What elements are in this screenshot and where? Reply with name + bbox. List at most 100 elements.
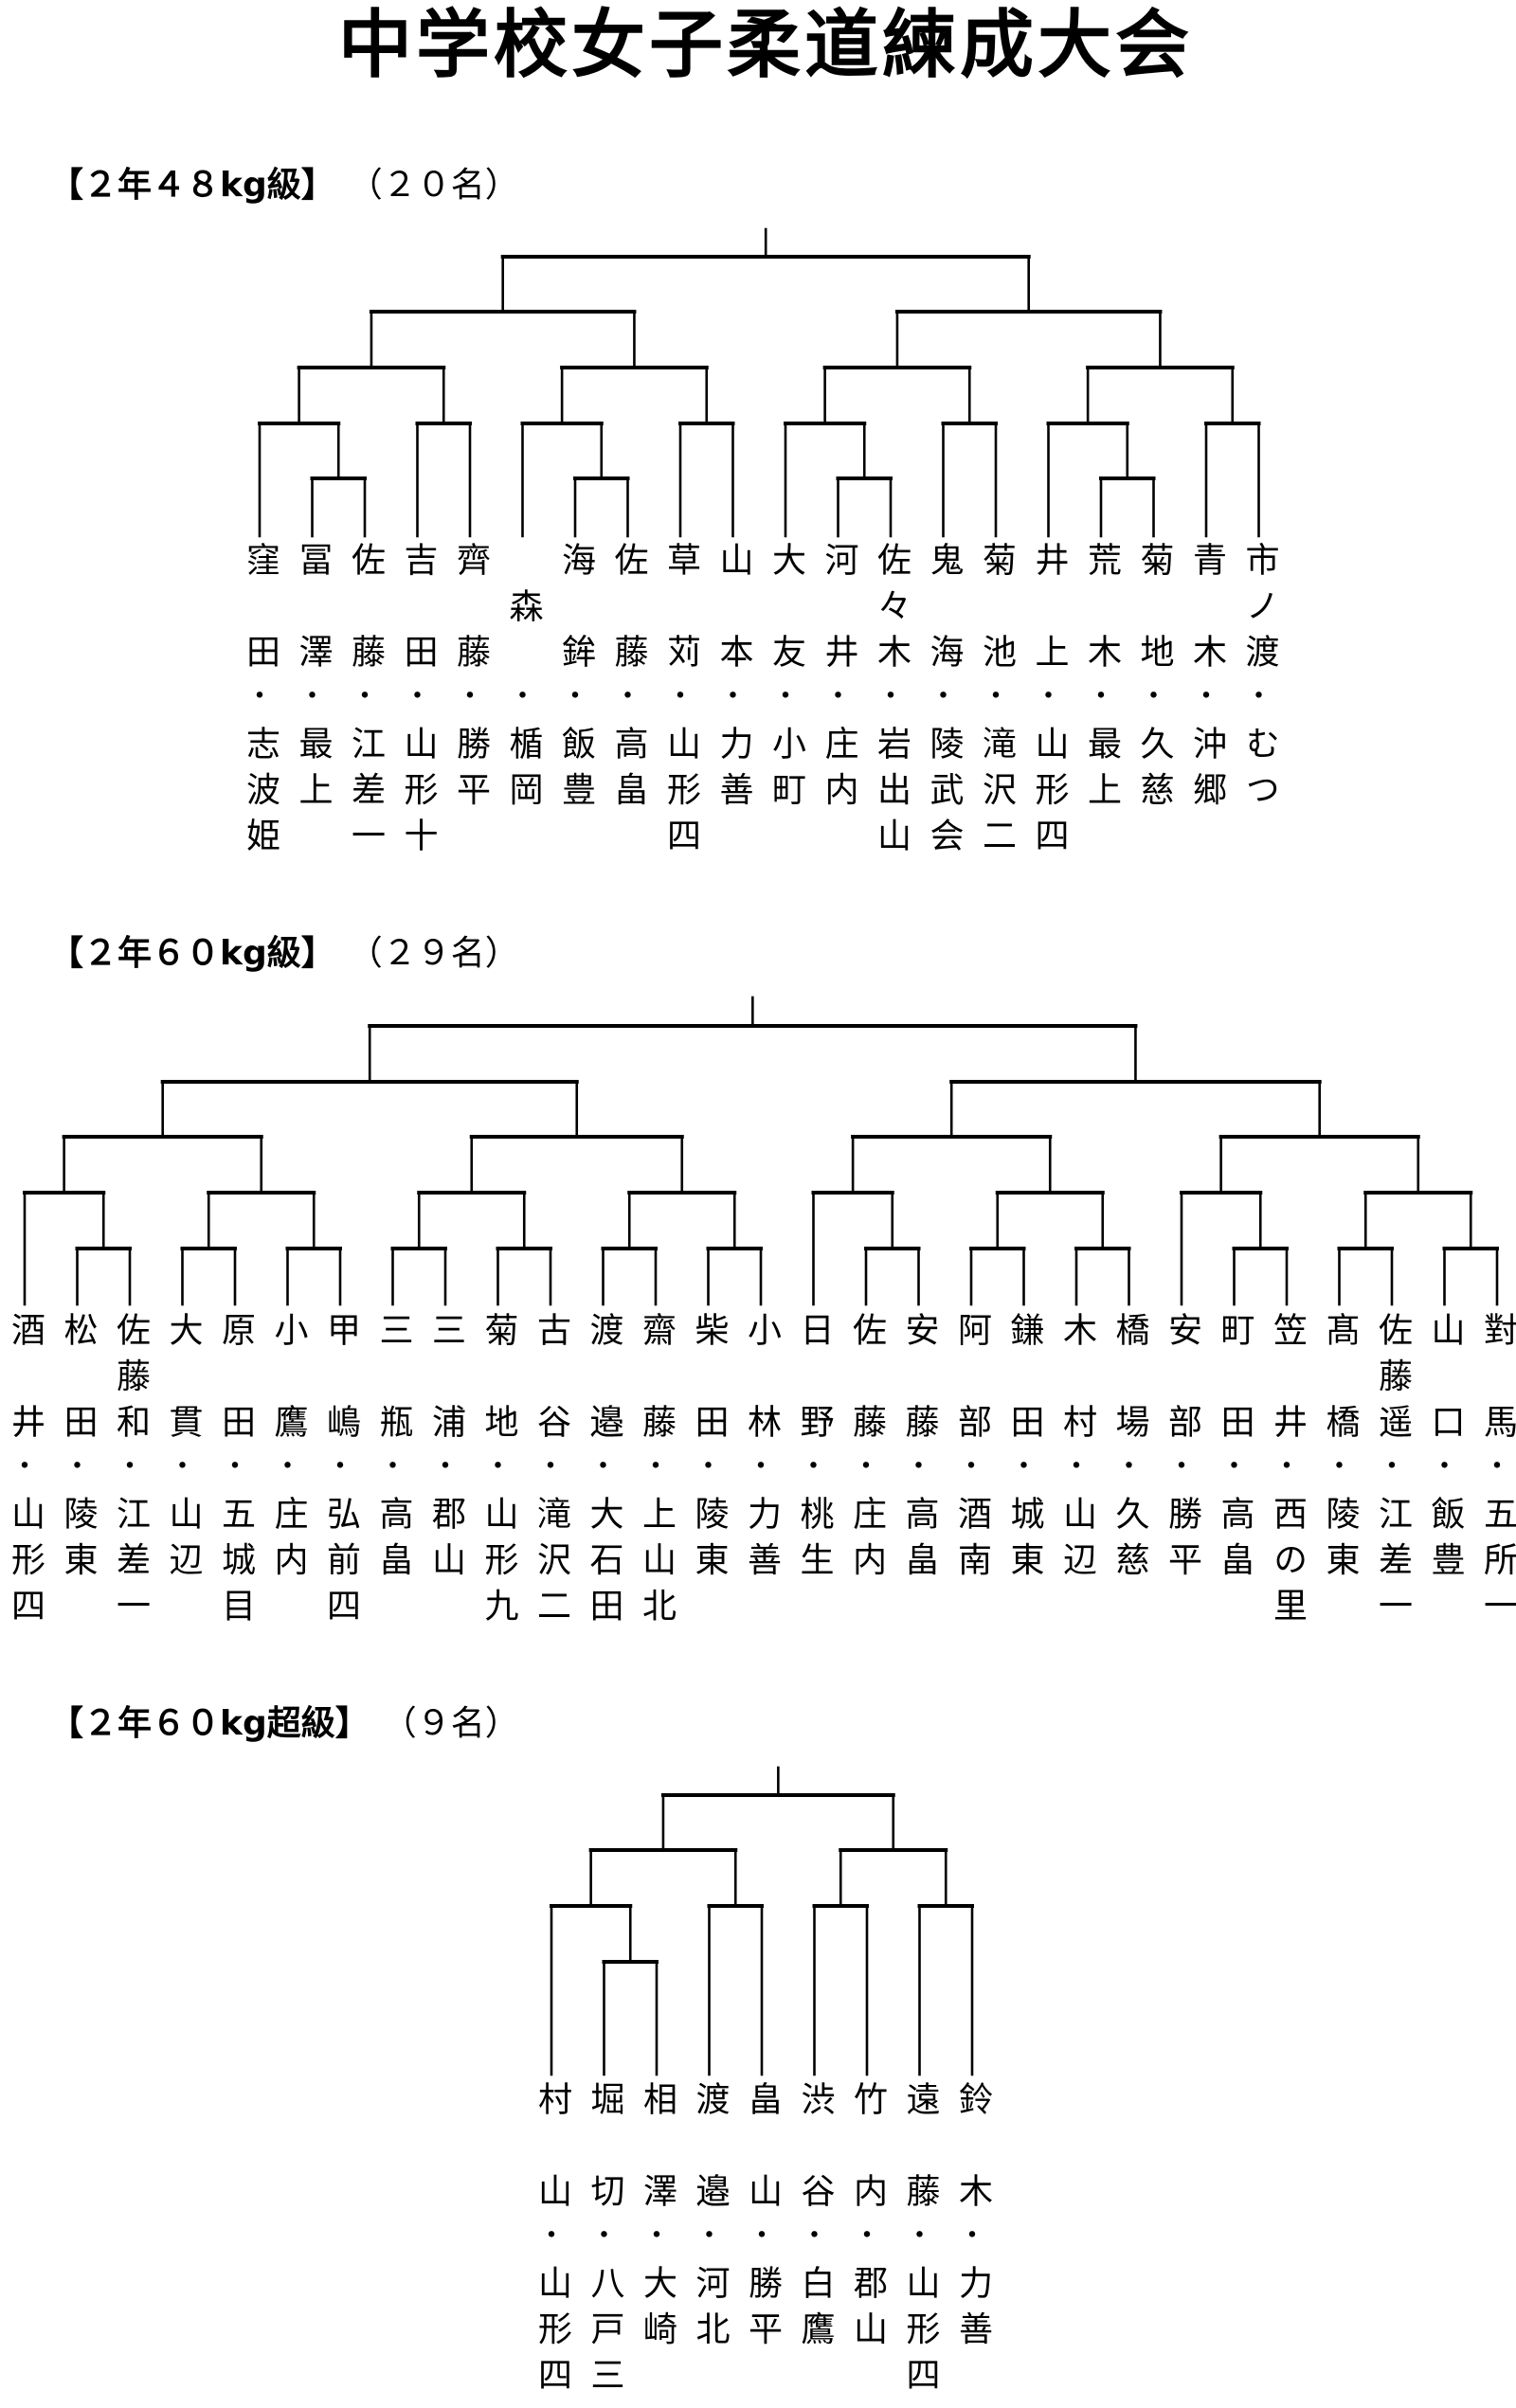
school-name: 久慈 bbox=[1134, 726, 1174, 818]
competitor-name: 小林 bbox=[742, 1312, 781, 1496]
separator: ・ bbox=[351, 679, 379, 713]
separator: ・ bbox=[905, 2219, 934, 2253]
school-name: 弘前四 bbox=[321, 1496, 360, 1634]
separator: ・ bbox=[718, 679, 748, 713]
competitor-name: 渡邉 bbox=[584, 1312, 623, 1496]
separator: ・ bbox=[876, 679, 905, 713]
school-name: 滝沢二 bbox=[977, 726, 1016, 864]
participant-count: （２９名） bbox=[348, 934, 519, 973]
school-name: 山辺 bbox=[163, 1496, 203, 1588]
separator: ・ bbox=[378, 1449, 407, 1483]
school-name: 勝平 bbox=[451, 726, 490, 818]
school-name: 郡山 bbox=[426, 1496, 465, 1588]
competitor-name: 菊地 bbox=[478, 1312, 518, 1496]
competitor-name: 原田 bbox=[216, 1312, 255, 1496]
competitor-name: 笠井 bbox=[1268, 1312, 1307, 1496]
competitor-name: 大貫 bbox=[163, 1312, 203, 1496]
competitor-name: 河井 bbox=[819, 542, 858, 726]
school-name: 勝平 bbox=[1163, 1496, 1201, 1588]
competitor-name: 佐藤遥 bbox=[1373, 1312, 1412, 1450]
separator: ・ bbox=[561, 679, 589, 713]
school-name: 高畠 bbox=[373, 1496, 413, 1588]
section-heading: 【２年６０kg超級】 （９名） bbox=[49, 1705, 519, 1743]
school-name: 城東 bbox=[1004, 1496, 1044, 1588]
school-name: 最上 bbox=[293, 726, 333, 818]
school-name: 西の里 bbox=[1268, 1496, 1307, 1634]
separator: ・ bbox=[116, 1449, 144, 1483]
separator: ・ bbox=[537, 2219, 566, 2253]
separator: ・ bbox=[431, 1449, 460, 1483]
competitor-name: 佐藤 bbox=[847, 1312, 886, 1496]
weight-class-label: 【２年６０kg超級】 bbox=[49, 1704, 370, 1743]
competitor-name: 菊地 bbox=[1134, 542, 1174, 726]
school-name: 上山北 bbox=[637, 1496, 676, 1634]
separator: ・ bbox=[747, 1449, 775, 1483]
school-name: 岩出山 bbox=[872, 726, 911, 864]
separator: ・ bbox=[957, 1449, 985, 1483]
school-name: 山形四 bbox=[1029, 726, 1069, 864]
participant-count: （９名） bbox=[382, 1704, 519, 1743]
school-name: 八戸三 bbox=[585, 2265, 624, 2403]
separator: ・ bbox=[326, 1449, 354, 1483]
separator: ・ bbox=[1114, 1449, 1144, 1483]
separator: ・ bbox=[642, 2219, 671, 2253]
school-name: 滝沢二 bbox=[532, 1496, 570, 1634]
competitor-name: 小鷹 bbox=[268, 1312, 308, 1496]
school-name: 江差一 bbox=[346, 726, 385, 864]
separator: ・ bbox=[1272, 1449, 1301, 1483]
school-name: 飯豊 bbox=[556, 726, 595, 818]
separator: ・ bbox=[456, 679, 484, 713]
separator: ・ bbox=[1378, 1449, 1406, 1483]
competitor-name: 青木 bbox=[1187, 542, 1226, 726]
competitor-name: 對馬 bbox=[1478, 1312, 1516, 1496]
school-name: 山辺 bbox=[1057, 1496, 1096, 1588]
school-name: 陵東 bbox=[1320, 1496, 1360, 1588]
separator: ・ bbox=[221, 1449, 249, 1483]
separator: ・ bbox=[1034, 679, 1063, 713]
competitor-name: 安藤 bbox=[899, 1312, 939, 1496]
separator: ・ bbox=[1483, 1449, 1511, 1483]
competitor-name: 堀切 bbox=[585, 2081, 624, 2265]
separator: ・ bbox=[1430, 1449, 1459, 1483]
school-name: 最上 bbox=[1082, 726, 1121, 818]
separator: ・ bbox=[694, 1449, 723, 1483]
competitor-name: 佐藤 bbox=[346, 542, 385, 726]
separator: ・ bbox=[589, 2219, 619, 2253]
competitor-name: 齊藤 bbox=[451, 542, 490, 726]
separator: ・ bbox=[1087, 679, 1115, 713]
competitor-name: 佐藤和 bbox=[111, 1312, 150, 1450]
separator: ・ bbox=[63, 1449, 92, 1483]
school-name: 勝平 bbox=[743, 2265, 782, 2357]
school-name: 五所一 bbox=[1478, 1496, 1516, 1634]
school-name: 高畠 bbox=[899, 1496, 939, 1588]
competitor-name: 遠藤 bbox=[900, 2081, 940, 2265]
competitor-name: 渡邉 bbox=[690, 2081, 730, 2265]
participant-count: （２０名） bbox=[348, 166, 519, 205]
separator: ・ bbox=[273, 1449, 302, 1483]
competitor-name: 三浦 bbox=[426, 1312, 465, 1496]
competitor-name: 冨澤 bbox=[293, 542, 333, 726]
separator: ・ bbox=[823, 679, 853, 713]
competitor-name: 佐々木 bbox=[872, 542, 911, 680]
separator: ・ bbox=[929, 679, 958, 713]
school-name: 飯豊 bbox=[1425, 1496, 1465, 1588]
school-name: 大石田 bbox=[584, 1496, 623, 1634]
separator: ・ bbox=[588, 1449, 618, 1483]
separator: ・ bbox=[508, 679, 537, 713]
competitor-name: 鎌田 bbox=[1004, 1312, 1044, 1496]
competitor-name: 市ノ渡 bbox=[1239, 542, 1279, 680]
competitor-name: 鈴木 bbox=[953, 2081, 992, 2265]
competitor-name: 阿部 bbox=[952, 1312, 991, 1496]
separator: ・ bbox=[904, 1449, 933, 1483]
school-name: 山形四 bbox=[532, 2265, 571, 2403]
competitor-name: 渋谷 bbox=[795, 2081, 835, 2265]
separator: ・ bbox=[10, 1449, 39, 1483]
school-name: 河北 bbox=[690, 2265, 730, 2357]
separator: ・ bbox=[852, 1449, 880, 1483]
competitor-name: 窪田 bbox=[241, 542, 280, 726]
school-name: 小町 bbox=[767, 726, 805, 818]
competitor-name: 佐藤 bbox=[608, 542, 648, 726]
school-name: 陵東 bbox=[689, 1496, 729, 1588]
school-name: 力善 bbox=[953, 2265, 992, 2357]
competitor-name: 山本 bbox=[713, 542, 753, 726]
